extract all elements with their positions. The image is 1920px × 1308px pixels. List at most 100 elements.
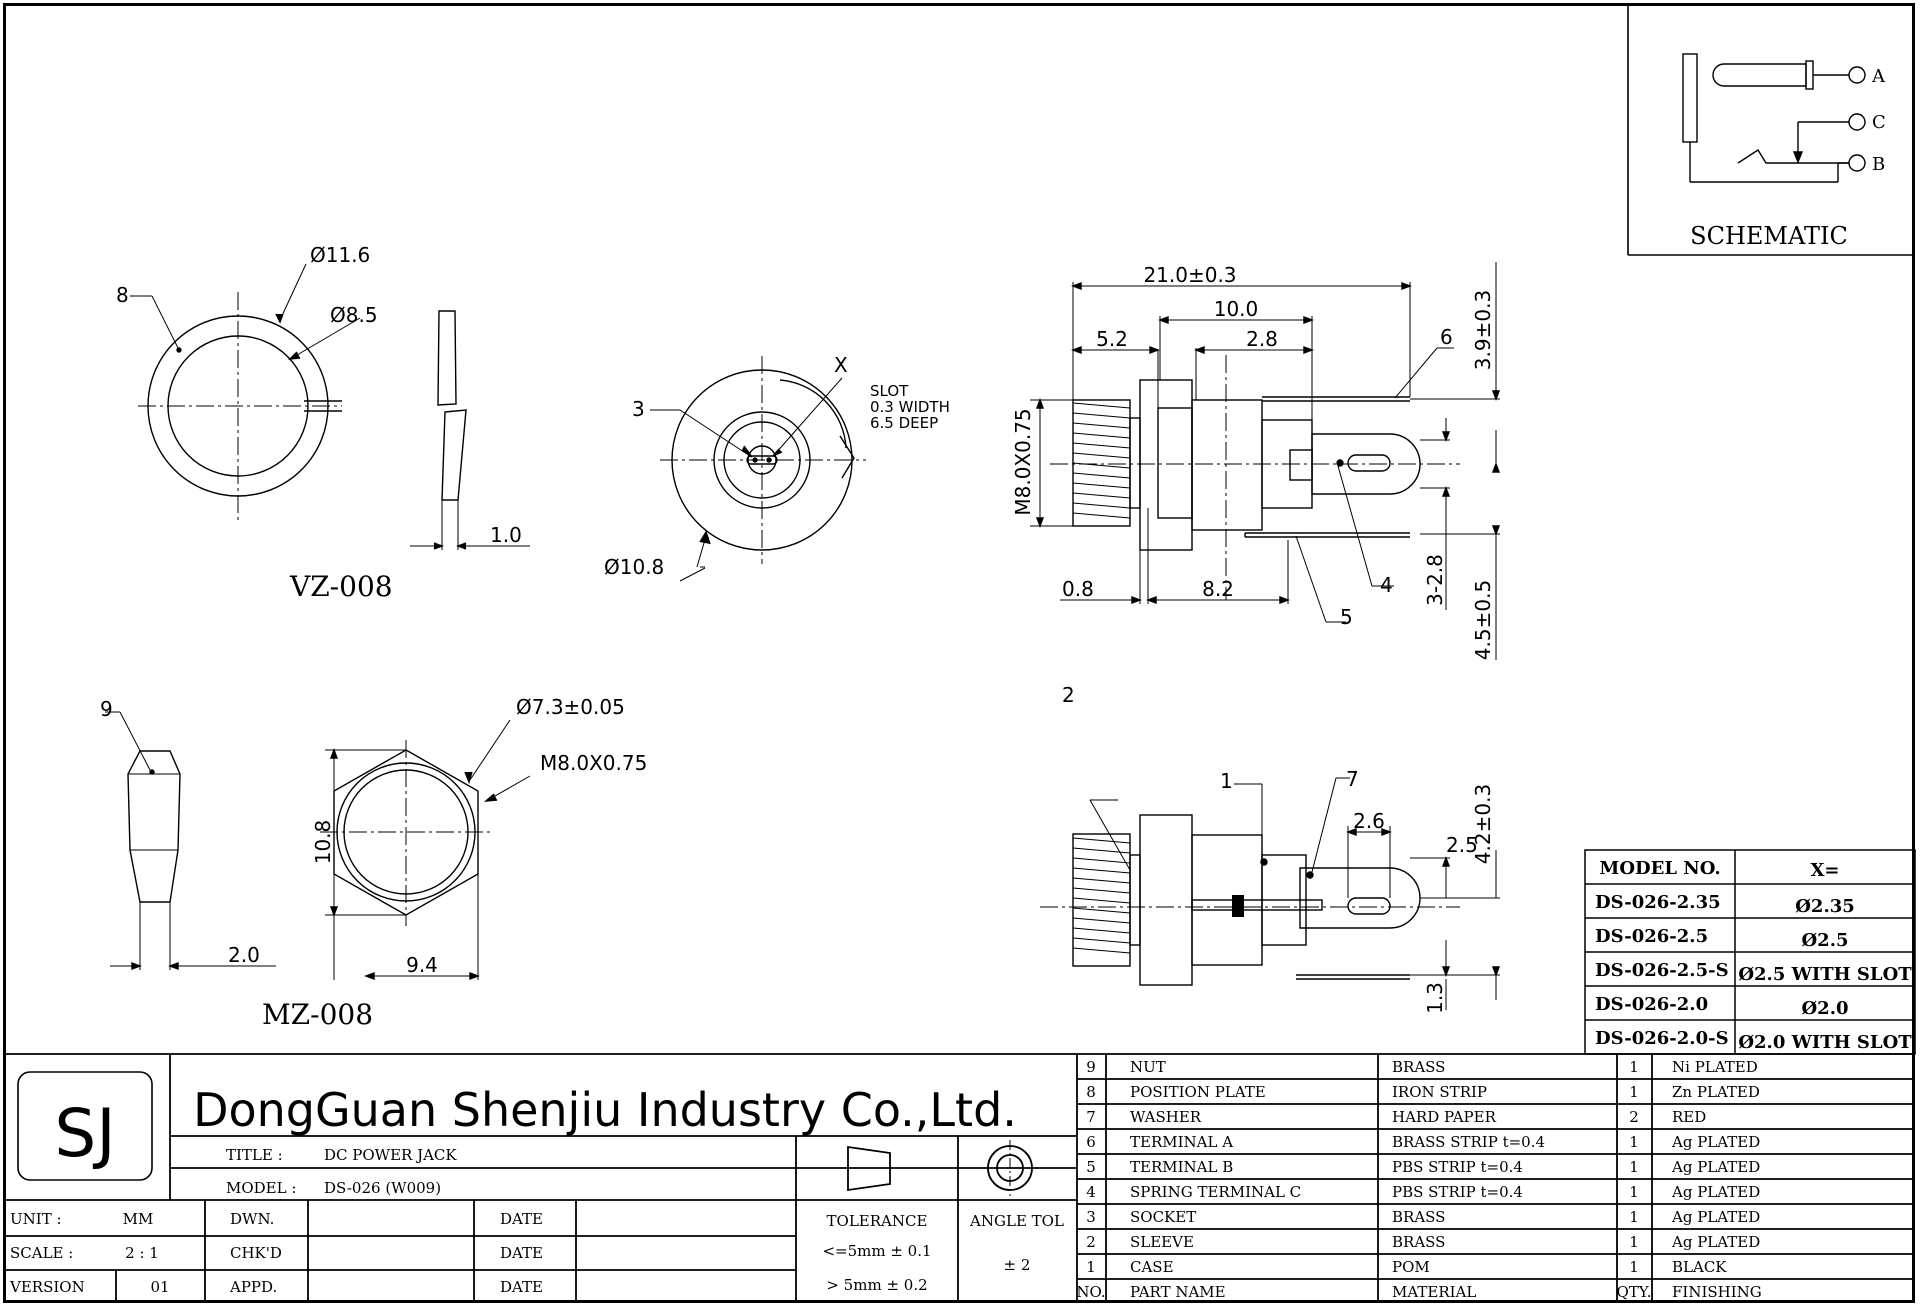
bom-fin-2: Ag PLATED	[1671, 1233, 1760, 1251]
angle-tol-label: ANGLE TOL	[969, 1212, 1064, 1230]
bottom-len-2-5: 2.5	[1446, 833, 1478, 857]
bom-qty-4: 1	[1629, 1183, 1639, 1201]
front-x-label: X	[834, 353, 848, 377]
side-len-5-2: 5.2	[1096, 327, 1128, 351]
bom-mat-8: IRON STRIP	[1392, 1083, 1487, 1101]
bom-header-finishing: FINISHING	[1672, 1283, 1762, 1301]
washer-dia-outer: Ø11.6	[310, 243, 370, 267]
scale-value: 2 : 1	[125, 1244, 159, 1262]
model-row-5-x: Ø2.0 WITH SLOT	[1738, 1032, 1912, 1053]
pin-b-label: B	[1872, 154, 1885, 175]
company-logo: SJ	[54, 1095, 115, 1172]
bom-fin-1: BLACK	[1672, 1258, 1727, 1276]
bom-fin-8: Zn PLATED	[1672, 1083, 1760, 1101]
unit-label: UNIT :	[10, 1210, 62, 1228]
bom-fin-4: Ag PLATED	[1671, 1183, 1760, 1201]
model-row-3-model: DS-026-2.5-S	[1595, 960, 1729, 981]
nut-thickness: 2.0	[228, 943, 260, 967]
bottom-len-2-6: 2.6	[1353, 809, 1385, 833]
unit-value: MM	[123, 1210, 154, 1228]
model-row-2-x: Ø2.5	[1802, 930, 1849, 951]
bom-no-5: 5	[1086, 1158, 1096, 1176]
side-h-4-5: 4.5±0.5	[1471, 580, 1495, 660]
nut-name: MZ-008	[262, 998, 373, 1031]
date-label-3: DATE	[500, 1278, 543, 1296]
bom-qty-9: 1	[1629, 1058, 1639, 1076]
company-name: DongGuan Shenjiu Industry Co.,Ltd.	[193, 1083, 1017, 1137]
side-item-4: 4	[1380, 573, 1393, 597]
bottom-view	[1040, 777, 1501, 1010]
bom-table: 9 NUT BRASS 1 Ni PLATED 8 POSITION PLATE…	[1076, 1058, 1761, 1301]
side-len-total: 21.0±0.3	[1143, 263, 1236, 287]
model-row-1-x: Ø2.35	[1795, 896, 1855, 917]
side-item-6: 6	[1440, 325, 1453, 349]
model-row-5-model: DS-026-2.0-S	[1595, 1028, 1729, 1049]
bom-mat-2: BRASS	[1392, 1233, 1445, 1251]
bom-qty-5: 1	[1629, 1158, 1639, 1176]
bom-fin-7: RED	[1672, 1108, 1706, 1126]
bom-header-no: NO.	[1076, 1283, 1105, 1301]
date-label-1: DATE	[500, 1210, 543, 1228]
washer-dia-inner: Ø8.5	[330, 303, 378, 327]
nut-item-label: 9	[100, 697, 113, 721]
date-label-2: DATE	[500, 1244, 543, 1262]
washer-view	[130, 263, 530, 550]
nut-view	[105, 711, 531, 981]
nut-thread: M8.0X0.75	[540, 751, 647, 775]
bom-no-6: 6	[1086, 1133, 1096, 1151]
bom-mat-1: POM	[1392, 1258, 1430, 1276]
bom-mat-6: BRASS STRIP t=0.4	[1392, 1133, 1545, 1151]
angle-tol-value: ± 2	[1004, 1256, 1031, 1274]
side-h-3-2-8: 3-2.8	[1423, 554, 1447, 606]
bom-qty-3: 1	[1629, 1208, 1639, 1226]
model-row-4-model: DS-026-2.0	[1595, 994, 1708, 1015]
schematic-title: SCHEMATIC	[1690, 222, 1848, 250]
schematic	[1627, 3, 1915, 256]
tolerance-2: > 5mm ± 0.2	[826, 1276, 927, 1294]
bom-fin-3: Ag PLATED	[1671, 1208, 1760, 1226]
bottom-h-4-2: 4.2±0.3	[1471, 784, 1495, 864]
bom-qty-1: 1	[1629, 1258, 1639, 1276]
bom-mat-4: PBS STRIP t=0.4	[1392, 1183, 1523, 1201]
model-table-header-model: MODEL NO.	[1599, 858, 1720, 879]
nut-height: 10.8	[311, 820, 335, 865]
title-label: TITLE :	[226, 1146, 283, 1164]
nut-dia: Ø7.3±0.05	[516, 695, 625, 719]
model-table-header-x: X=	[1810, 860, 1839, 881]
front-item-label: 3	[632, 397, 645, 421]
side-len-0-8: 0.8	[1062, 577, 1094, 601]
bom-header-qty: QTY.	[1616, 1283, 1651, 1301]
chkd-label: CHK'D	[230, 1244, 282, 1262]
side-item-5: 5	[1340, 605, 1353, 629]
side-view	[1030, 262, 1501, 660]
side-len-8-2: 8.2	[1202, 577, 1234, 601]
bom-mat-5: PBS STRIP t=0.4	[1392, 1158, 1523, 1176]
bom-qty-7: 2	[1629, 1108, 1639, 1126]
washer-thickness: 1.0	[490, 523, 522, 547]
bom-part-5: TERMINAL B	[1130, 1158, 1233, 1176]
side-thread-dim: M8.0X0.75	[1011, 408, 1035, 515]
tolerance-1: <=5mm ± 0.1	[822, 1242, 931, 1260]
bottom-item-2: 2	[1062, 683, 1075, 707]
bom-no-4: 4	[1086, 1183, 1096, 1201]
side-h-3-9: 3.9±0.3	[1471, 290, 1495, 370]
bom-no-1: 1	[1086, 1258, 1096, 1276]
bom-no-2: 2	[1086, 1233, 1096, 1251]
bom-no-3: 3	[1086, 1208, 1096, 1226]
bom-no-9: 9	[1086, 1058, 1096, 1076]
bom-qty-8: 1	[1629, 1083, 1639, 1101]
front-view	[650, 356, 866, 582]
version-label: VERSION	[9, 1278, 85, 1296]
bom-no-7: 7	[1086, 1108, 1096, 1126]
model-row-2-model: DS-026-2.5	[1595, 926, 1708, 947]
bom-fin-6: Ag PLATED	[1671, 1133, 1760, 1151]
bom-part-8: POSITION PLATE	[1130, 1083, 1266, 1101]
bom-fin-5: Ag PLATED	[1671, 1158, 1760, 1176]
title-block-grid	[3, 1053, 1915, 1303]
bottom-item-7: 7	[1346, 767, 1359, 791]
bottom-item-1: 1	[1220, 769, 1233, 793]
pin-a-label: A	[1871, 66, 1886, 87]
bom-part-9: NUT	[1130, 1058, 1166, 1076]
front-slot-2: 0.3 WIDTH	[870, 398, 950, 416]
